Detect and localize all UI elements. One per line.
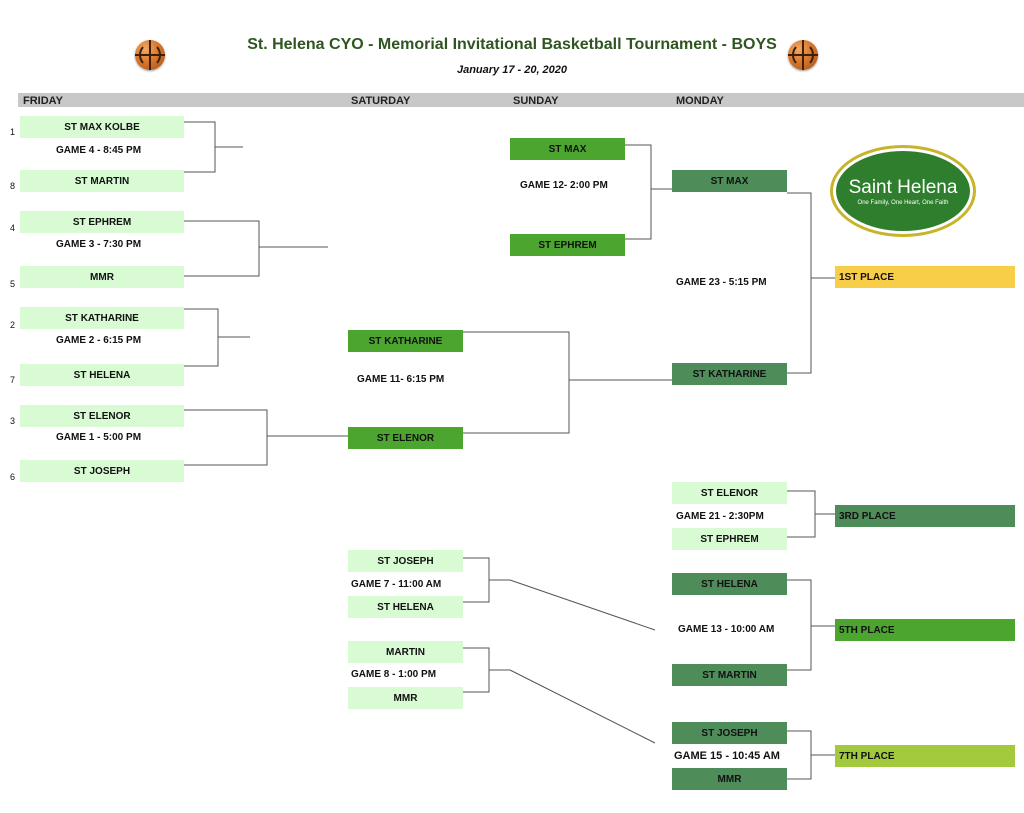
seed-number: 8 [10, 181, 16, 191]
team-box: ST HELENA [20, 364, 184, 386]
seed-number: 7 [10, 375, 16, 385]
team-box: ST MAX [672, 170, 787, 192]
saint-helena-logo: Saint Helena One Family, One Heart, One … [830, 145, 976, 237]
team-box: ST JOSEPH [20, 460, 184, 482]
team-box: ST JOSEPH [348, 550, 463, 572]
team-box: ST ELENOR [20, 405, 184, 427]
seed-number: 6 [10, 472, 16, 482]
seed-number: 4 [10, 223, 16, 233]
team-box: ST MAX KOLBE [20, 116, 184, 138]
game-label: GAME 2 - 6:15 PM [56, 335, 142, 346]
team-box: ST EPHREM [510, 234, 625, 256]
team-box: ST MARTIN [20, 170, 184, 192]
day-header-band [18, 93, 1024, 107]
logo-tagline: One Family, One Heart, One Faith [857, 199, 949, 206]
game-label: GAME 1 - 5:00 PM [56, 432, 142, 443]
team-box: ST EPHREM [672, 528, 787, 550]
seed-number: 1 [10, 127, 16, 137]
logo-name: Saint Helena [848, 176, 958, 198]
game-label: GAME 8 - 1:00 PM [351, 669, 437, 680]
team-box: ST ELENOR [348, 427, 463, 449]
page-title: St. Helena CYO - Memorial Invitational B… [247, 36, 777, 53]
team-box: MMR [672, 768, 787, 790]
game-label: GAME 7 - 11:00 AM [351, 579, 442, 590]
seventh-place-box: 7TH PLACE [835, 745, 1015, 767]
fifth-place-box: 5TH PLACE [835, 619, 1015, 641]
game-label: GAME 11- 6:15 PM [357, 374, 445, 385]
team-box: ST ELENOR [672, 482, 787, 504]
team-box: ST KATHARINE [20, 307, 184, 329]
game-label: GAME 13 - 10:00 AM [678, 624, 775, 635]
basketball-icon [788, 40, 818, 70]
team-box: MARTIN [348, 641, 463, 663]
first-place-box: 1ST PLACE [835, 266, 1015, 288]
team-box: MMR [348, 687, 463, 709]
third-place-box: 3RD PLACE [835, 505, 1015, 527]
game-label: GAME 12- 2:00 PM [520, 180, 608, 191]
team-box: ST KATHARINE [672, 363, 787, 385]
day-label-friday: FRIDAY [23, 95, 63, 107]
game-label: GAME 15 - 10:45 AM [674, 750, 780, 762]
team-box: ST HELENA [672, 573, 787, 595]
team-box: ST HELENA [348, 596, 463, 618]
seed-number: 3 [10, 416, 16, 426]
seed-number: 5 [10, 279, 16, 289]
game-label: GAME 4 - 8:45 PM [56, 145, 142, 156]
team-box: ST KATHARINE [348, 330, 463, 352]
team-box: MMR [20, 266, 184, 288]
tournament-dates: January 17 - 20, 2020 [456, 64, 568, 76]
team-box: ST EPHREM [20, 211, 184, 233]
seed-number: 2 [10, 320, 16, 330]
team-box: ST JOSEPH [672, 722, 787, 744]
team-box: ST MAX [510, 138, 625, 160]
day-label-saturday: SATURDAY [351, 95, 411, 107]
basketball-icon [135, 40, 165, 70]
day-label-sunday: SUNDAY [513, 95, 559, 107]
game-label: GAME 23 - 5:15 PM [676, 277, 767, 288]
day-label-monday: MONDAY [676, 95, 724, 107]
game-label: GAME 3 - 7:30 PM [56, 239, 142, 250]
team-box: ST MARTIN [672, 664, 787, 686]
game-label: GAME 21 - 2:30PM [676, 511, 764, 522]
